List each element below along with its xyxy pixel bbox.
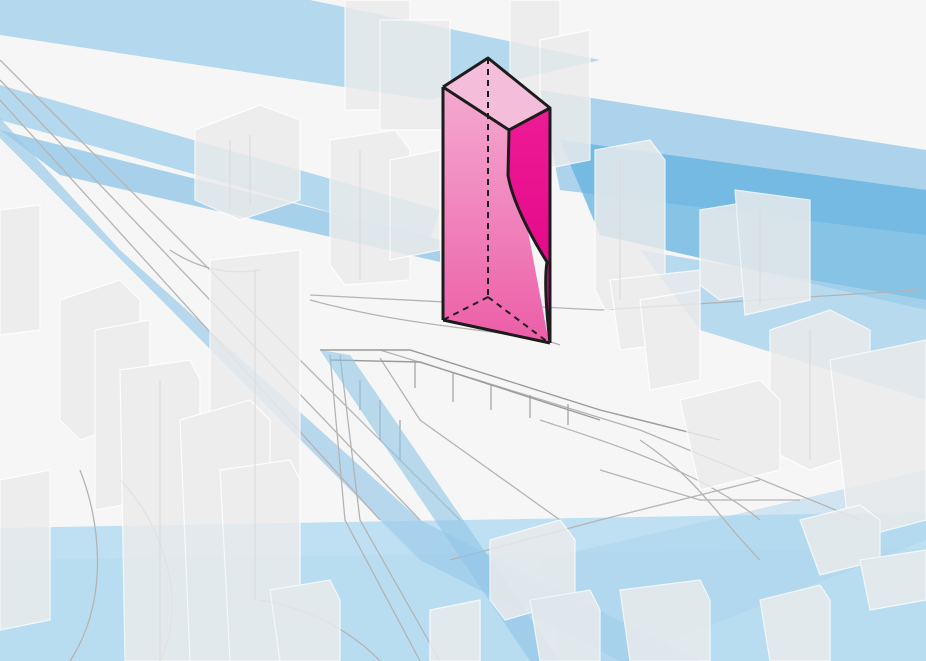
highlighted-tower: [443, 58, 550, 343]
